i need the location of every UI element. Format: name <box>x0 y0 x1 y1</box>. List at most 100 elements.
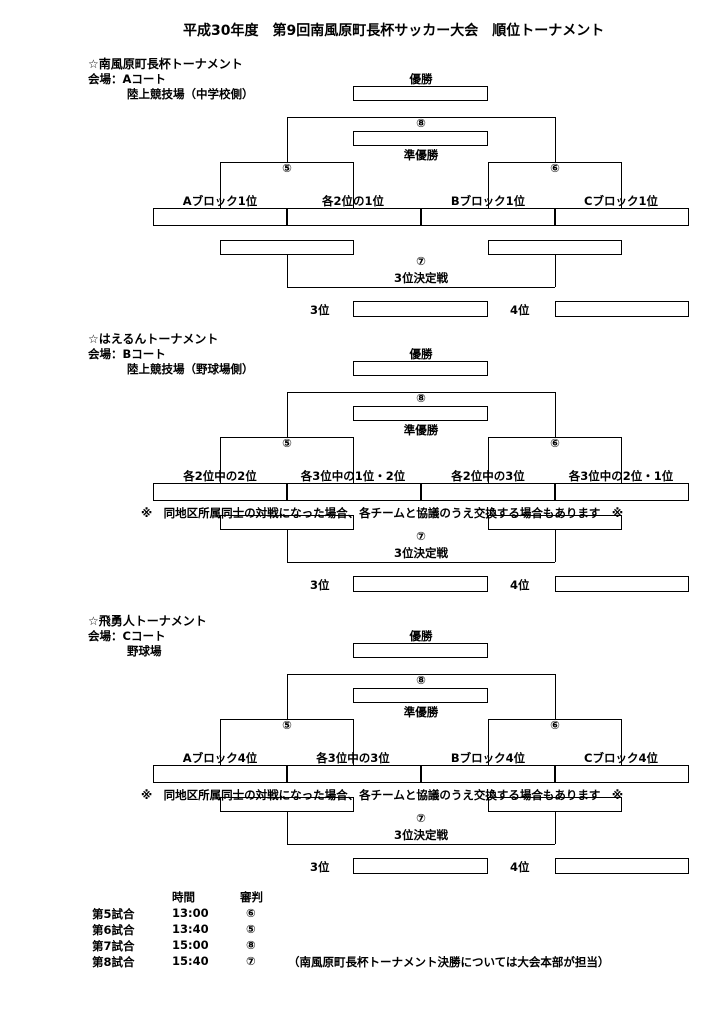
third-match-label: 3位決定戦 <box>393 828 448 842</box>
team-label-3: 各2位中の3位 <box>451 469 525 483</box>
venue-label: 会場：Aコート <box>88 72 166 86</box>
schedule-row-7-match: 第7試合 <box>92 939 135 953</box>
team-label-2: 各2位の1位 <box>321 194 384 208</box>
team-box-1 <box>153 483 287 501</box>
semi-left-bracket-left <box>220 437 221 483</box>
third-bracket-left <box>287 530 288 562</box>
semi-left-bracket-top <box>220 437 353 438</box>
team-label-4: Cブロック1位 <box>584 194 658 208</box>
team-label-1: 各2位中の2位 <box>183 469 257 483</box>
team-box-2 <box>287 483 421 501</box>
fourth-place-label: 4位 <box>510 860 530 874</box>
third-place-label: 3位 <box>310 860 330 874</box>
exchange-note: ※ 同地区所属同士の対戦になった場合、各チームと協議のうえ交換する場合もあります… <box>140 506 623 520</box>
semi-right-loser-box <box>488 797 622 812</box>
tournament-name: ☆飛勇人トーナメント <box>88 614 207 628</box>
semi-right-number: ⑥ <box>550 161 560 175</box>
semi-left-bracket-top <box>220 162 353 163</box>
runner-up-label: 準優勝 <box>403 705 439 719</box>
team-box-1 <box>153 765 287 783</box>
final-bracket-top <box>287 392 555 393</box>
third-place-box <box>353 858 488 874</box>
team-box-3 <box>421 765 555 783</box>
semi-left-bracket-right <box>353 719 354 765</box>
semi-right-bracket-top <box>488 162 621 163</box>
semi-right-bracket-right <box>621 719 622 765</box>
schedule-row-5-time: 13:00 <box>172 906 209 920</box>
fourth-place-label: 4位 <box>510 303 530 317</box>
semi-right-loser-box <box>488 515 622 530</box>
venue-label: 会場：Cコート <box>88 629 166 643</box>
third-place-label: 3位 <box>310 578 330 592</box>
venue-detail: 陸上競技場（野球場側） <box>127 362 254 376</box>
final-bracket-top <box>287 117 555 118</box>
schedule-row-6-time: 13:40 <box>172 922 209 936</box>
semi-right-loser-box <box>488 240 622 255</box>
semi-right-number: ⑥ <box>550 718 560 732</box>
team-box-4 <box>555 765 689 783</box>
tournament-name: ☆南風原町長杯トーナメント <box>88 57 243 71</box>
exchange-note: ※ 同地区所属同士の対戦になった場合、各チームと協議のうえ交換する場合もあります… <box>140 788 623 802</box>
semi-left-bracket-right <box>353 162 354 208</box>
team-label-3: Bブロック4位 <box>450 751 526 765</box>
schedule-row-8-referee: ⑦ <box>246 954 256 968</box>
third-bracket-bottom <box>287 844 555 845</box>
final-match-number: ⑧ <box>416 391 426 405</box>
semi-left-number: ⑤ <box>282 436 292 450</box>
team-box-2 <box>287 765 421 783</box>
third-bracket-right <box>555 255 556 287</box>
schedule-row-5-referee: ⑥ <box>246 906 256 920</box>
final-bracket-right <box>555 392 556 437</box>
runner-up-label: 準優勝 <box>403 148 439 162</box>
team-box-4 <box>555 483 689 501</box>
team-label-3: Bブロック1位 <box>450 194 526 208</box>
fourth-place-box <box>555 576 689 592</box>
team-box-3 <box>421 208 555 226</box>
champion-box <box>353 643 488 658</box>
third-match-number: ⑦ <box>416 529 426 543</box>
final-match-number: ⑧ <box>416 116 426 130</box>
third-bracket-left <box>287 812 288 844</box>
team-box-4 <box>555 208 689 226</box>
runner-up-box <box>353 131 488 146</box>
semi-right-bracket-right <box>621 437 622 483</box>
third-match-label: 3位決定戦 <box>393 546 448 560</box>
runner-up-label: 準優勝 <box>403 423 439 437</box>
semi-right-bracket-left <box>488 162 489 208</box>
third-place-box <box>353 301 488 317</box>
runner-up-box <box>353 688 488 703</box>
team-box-3 <box>421 483 555 501</box>
champion-label: 優勝 <box>409 72 433 86</box>
champion-label: 優勝 <box>409 629 433 643</box>
semi-left-bracket-left <box>220 162 221 208</box>
final-bracket-left <box>287 117 288 162</box>
semi-right-bracket-top <box>488 719 621 720</box>
schedule-row-8-time: 15:40 <box>172 954 209 968</box>
team-label-2: 各3位中の3位 <box>316 751 390 765</box>
fourth-place-box <box>555 301 689 317</box>
final-bracket-right <box>555 674 556 719</box>
tournament-name: ☆はえるんトーナメント <box>88 332 219 346</box>
third-bracket-bottom <box>287 287 555 288</box>
schedule-row-5-match: 第5試合 <box>92 907 135 921</box>
semi-right-bracket-right <box>621 162 622 208</box>
schedule-row-7-time: 15:00 <box>172 938 209 952</box>
semi-left-bracket-left <box>220 719 221 765</box>
semi-right-bracket-top <box>488 437 621 438</box>
semi-left-number: ⑤ <box>282 718 292 732</box>
third-bracket-right <box>555 812 556 844</box>
team-label-1: Aブロック1位 <box>182 194 258 208</box>
runner-up-box <box>353 406 488 421</box>
final-bracket-left <box>287 392 288 437</box>
third-bracket-right <box>555 530 556 562</box>
team-box-1 <box>153 208 287 226</box>
semi-right-bracket-left <box>488 437 489 483</box>
venue-label: 会場：Bコート <box>88 347 166 361</box>
schedule-row-8-note: （南風原町長杯トーナメント決勝については大会本部が担当） <box>288 955 610 969</box>
team-box-2 <box>287 208 421 226</box>
final-bracket-top <box>287 674 555 675</box>
semi-right-number: ⑥ <box>550 436 560 450</box>
semi-left-bracket-right <box>353 437 354 483</box>
final-match-number: ⑧ <box>416 673 426 687</box>
fourth-place-box <box>555 858 689 874</box>
